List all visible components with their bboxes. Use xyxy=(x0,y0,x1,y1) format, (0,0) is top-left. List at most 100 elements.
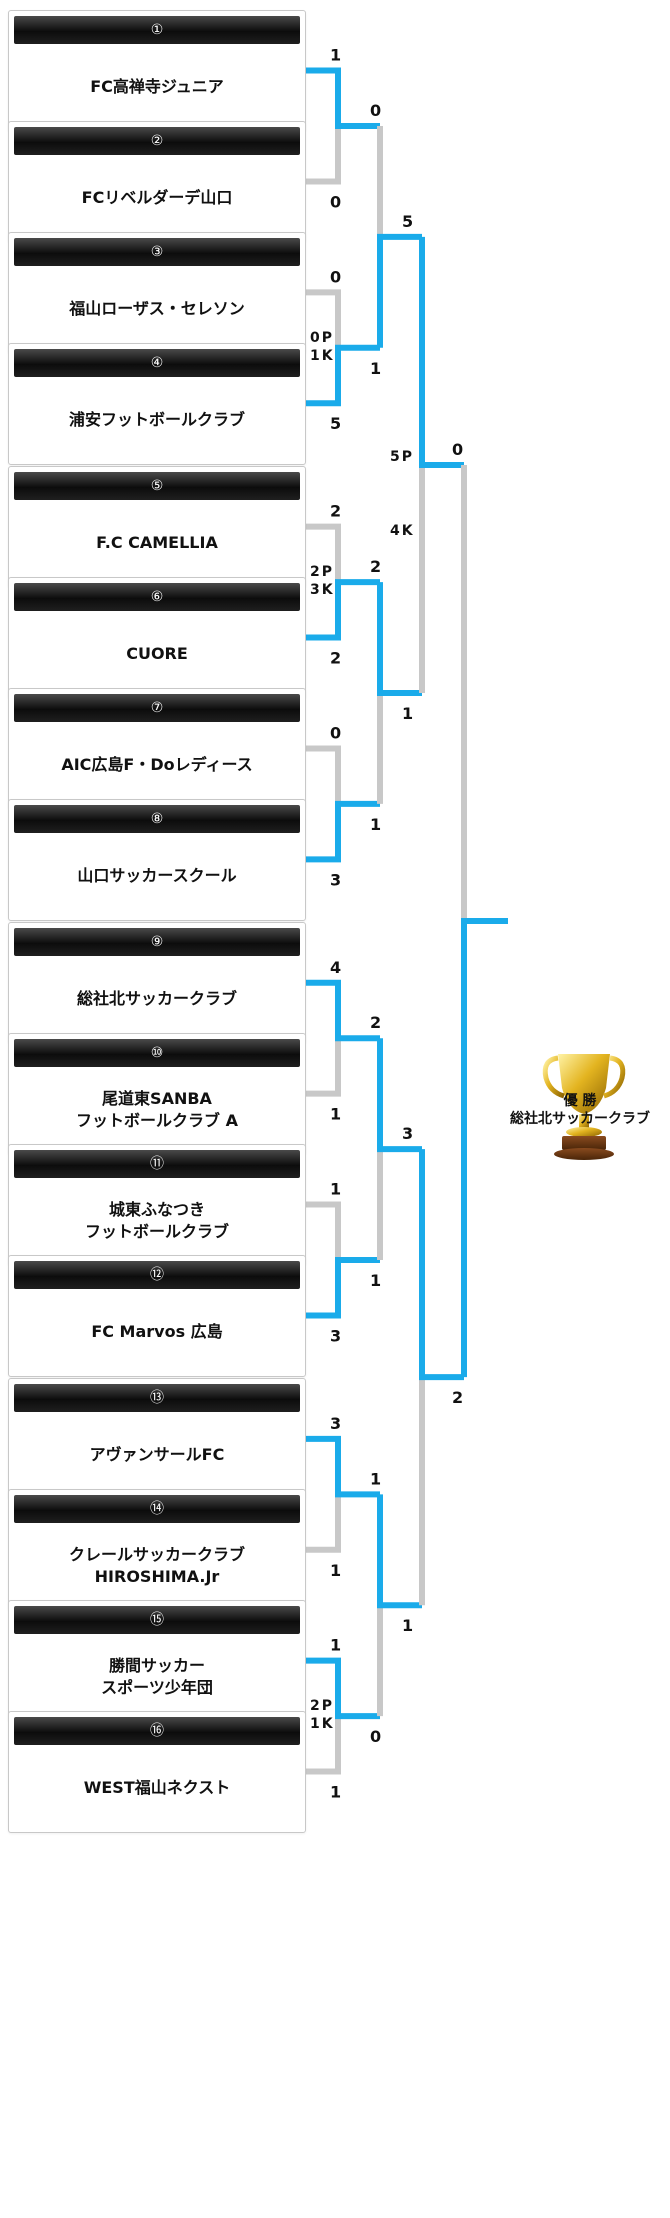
seed-number: ⑭ xyxy=(14,1495,300,1524)
seed-number: ⑦ xyxy=(14,693,300,722)
seed-number: ⑮ xyxy=(14,1606,300,1635)
pk-top: 2P xyxy=(310,564,334,580)
score-top: 1 xyxy=(330,1180,341,1199)
seed-number: ② xyxy=(14,126,300,155)
bracket-winner-line xyxy=(306,979,380,1042)
team-name: 総社北サッカークラブ xyxy=(76,989,237,1009)
champion-team: 総社北サッカークラブ xyxy=(510,1111,650,1127)
team-name: WEST福山ネクスト xyxy=(83,1778,231,1798)
seed-number: ⑩ xyxy=(14,1039,300,1068)
score-bottom: 2 xyxy=(452,1388,463,1407)
score-top: 1 xyxy=(330,46,341,65)
team-card-16: ⑯ WEST福山ネクスト xyxy=(8,1711,306,1834)
seed-number: ⑯ xyxy=(14,1717,300,1746)
team-card-1: ① FC高禅寺ジュニア xyxy=(8,10,306,133)
score-top: 1 xyxy=(330,1636,341,1655)
team-name: クレールサッカークラブ HIROSHIMA.Jr xyxy=(68,1545,245,1587)
score-top: 1 xyxy=(370,1469,381,1488)
score-top: 2 xyxy=(330,502,341,521)
pk-bottom: 1K xyxy=(310,348,335,364)
seed-number: ⑨ xyxy=(14,928,300,957)
team-name: 尾道東SANBA フットボールクラブ A xyxy=(76,1089,238,1131)
team-card-9: ⑨ 総社北サッカークラブ xyxy=(8,922,306,1045)
bracket-winner-line xyxy=(306,1657,380,1720)
score-top: 4 xyxy=(330,958,341,977)
score-top: 5 xyxy=(402,212,413,231)
score-bottom: 5 xyxy=(330,414,341,433)
score-bottom: 1 xyxy=(330,1105,341,1124)
champion-title: 優 勝 xyxy=(563,1093,597,1109)
bracket-winner-line xyxy=(306,1257,380,1319)
bracket-winner-line xyxy=(377,233,422,348)
bracket-loser-line xyxy=(306,1494,341,1553)
team-card-11: ⑪ 城東ふなつき フットボールクラブ xyxy=(8,1144,306,1267)
bracket-winner-line xyxy=(377,1494,422,1609)
bracket-winner-line xyxy=(419,236,464,468)
team-card-12: ⑫ FC Marvos 広島 xyxy=(8,1254,306,1377)
pk-bottom: 3K xyxy=(310,582,335,598)
team-name: 城東ふなつき フットボールクラブ xyxy=(84,1200,229,1242)
bracket-loser-line xyxy=(306,289,341,348)
seed-number: ③ xyxy=(14,237,300,266)
team-card-14: ⑭ クレールサッカークラブ HIROSHIMA.Jr xyxy=(8,1489,306,1612)
pk-bottom: 4K xyxy=(390,523,415,539)
score-bottom: 3 xyxy=(330,1326,341,1345)
team-name: FC Marvos 広島 xyxy=(91,1321,223,1341)
bracket-loser-line xyxy=(306,1716,341,1775)
bracket-loser-line xyxy=(306,523,341,583)
team-card-8: ⑧ 山口サッカースクール xyxy=(8,798,306,921)
score-top: 2 xyxy=(370,557,381,576)
bracket-loser-line xyxy=(306,126,341,185)
team-name: FC高禅寺ジュニア xyxy=(90,77,224,97)
team-card-7: ⑦ AIC広島F・Doレディース xyxy=(8,687,306,810)
score-top: 0 xyxy=(452,440,463,459)
score-bottom: 1 xyxy=(402,1616,413,1635)
seed-number: ① xyxy=(14,16,300,45)
bracket-loser-line xyxy=(306,1038,341,1097)
pk-top: 5P xyxy=(390,449,414,465)
score-bottom: 1 xyxy=(330,1561,341,1580)
pk-top: 0P xyxy=(310,330,334,346)
seed-number: ⑧ xyxy=(14,804,300,833)
score-bottom: 0 xyxy=(370,1727,381,1746)
trophy-icon xyxy=(542,1054,626,1160)
bracket-winner-line xyxy=(306,579,380,641)
score-top: 3 xyxy=(330,1414,341,1433)
score-bottom: 1 xyxy=(330,1783,341,1802)
team-name: CUORE xyxy=(126,644,188,664)
score-bottom: 1 xyxy=(370,815,381,834)
score-top: 0 xyxy=(330,267,341,286)
score-bottom: 1 xyxy=(370,1271,381,1290)
seed-number: ⑪ xyxy=(14,1150,300,1179)
bracket-winner-line xyxy=(377,582,422,696)
score-top: 0 xyxy=(330,723,341,742)
bracket-loser-line xyxy=(306,1201,341,1260)
score-bottom: 3 xyxy=(330,870,341,889)
team-name: 福山ローザス・セレソン xyxy=(69,298,245,318)
team-name: 山口サッカースクール xyxy=(77,865,237,885)
champion-label: 優 勝 総社北サッカークラブ xyxy=(500,1066,660,1128)
bracket-winner-line xyxy=(461,918,508,1378)
seed-number: ⑥ xyxy=(14,583,300,612)
score-bottom: 1 xyxy=(402,704,413,723)
team-name: F.C CAMELLIA xyxy=(96,533,218,553)
team-card-6: ⑥ CUORE xyxy=(8,577,306,700)
bracket-winner-line xyxy=(377,1038,422,1153)
score-top: 0 xyxy=(370,101,381,120)
score-top: 2 xyxy=(370,1013,381,1032)
bracket-winner-line xyxy=(306,67,380,129)
bracket-winner-line xyxy=(306,344,380,407)
team-name: 浦安フットボールクラブ xyxy=(68,409,245,429)
team-name: FCリベルダーデ山口 xyxy=(81,187,233,207)
pk-top: 2P xyxy=(310,1698,334,1714)
team-card-2: ② FCリベルダーデ山口 xyxy=(8,120,306,243)
seed-number: ⑬ xyxy=(14,1384,300,1413)
bracket-winner-line xyxy=(419,1149,464,1381)
score-bottom: 0 xyxy=(330,192,341,211)
team-name: AIC広島F・Doレディース xyxy=(61,754,253,774)
seed-number: ⑫ xyxy=(14,1260,300,1289)
